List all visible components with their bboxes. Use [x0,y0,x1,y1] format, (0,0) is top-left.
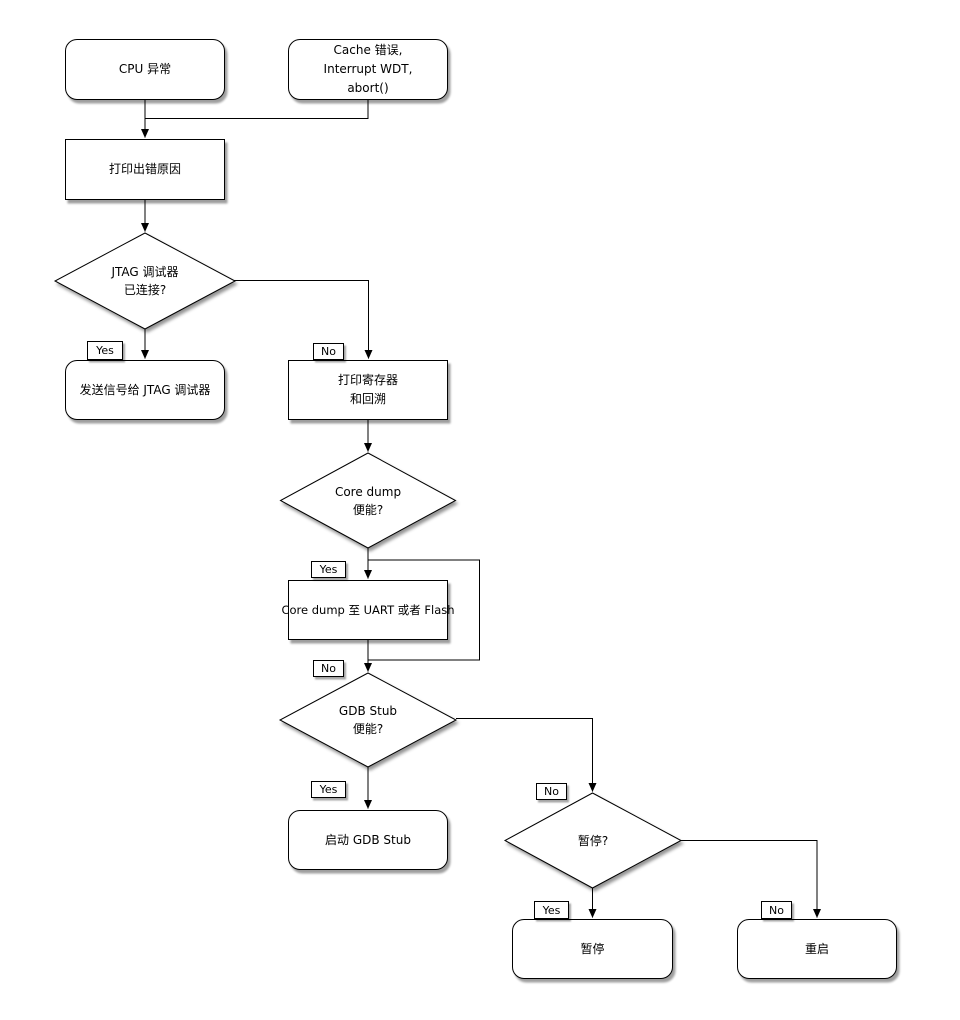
node-core-dump-uart-flash: Core dump 至 UART 或者 Flash [281,580,455,640]
node-print-registers-line2: 和回溯 [349,392,386,406]
decision-gdb-stub-enabled [278,672,458,768]
decision-halt [503,792,683,889]
edge-label-jtag-yes: Yes [87,341,123,360]
edge-gdb-no [456,718,597,792]
node-halt: 暂停 [512,919,673,979]
node-cache-error: Cache 错误, Interrupt WDT, abort() [288,39,448,100]
node-print-registers-backtrace: 打印寄存器 和回溯 [288,360,448,420]
edge-label-halt-yes: Yes [534,901,569,919]
node-start-gdb-stub-label: 启动 GDB Stub [325,832,411,847]
node-cpu-exception: CPU 异常 [65,39,225,100]
edge-cache-join [145,100,369,119]
node-halt-label: 暂停 [580,941,605,956]
edge-label-gdb-no: No [536,783,567,800]
node-core-dump-uart-flash-label: Core dump 至 UART 或者 Flash [281,602,455,617]
node-print-error-cause-label: 打印出错原因 [108,162,181,176]
edge-jtag-no [232,280,373,359]
decision-jtag-connected [53,232,237,330]
node-reboot-label: 重启 [804,941,829,956]
node-print-error-cause: 打印出错原因 [65,139,225,200]
node-cache-error-line3: abort() [347,81,389,95]
edge-label-coredump-yes: Yes [311,561,346,578]
decision-core-dump-enabled [279,452,457,549]
node-start-gdb-stub: 启动 GDB Stub [288,810,448,870]
edge-label-jtag-no: No [313,343,344,360]
edge-label-halt-no: No [761,901,792,919]
edge-coredump-no-bypass [368,559,480,661]
node-send-signal-jtag-label: 发送信号给 JTAG 调试器 [79,382,211,397]
edge-label-coredump-no: No [313,660,344,677]
node-cache-error-line2: Interrupt WDT, [323,62,413,76]
node-send-signal-jtag: 发送信号给 JTAG 调试器 [65,360,225,420]
edge-halt-no [681,840,821,918]
node-print-registers-line1: 打印寄存器 [337,373,398,387]
node-cpu-exception-label: CPU 异常 [118,62,172,76]
node-cache-error-line1: Cache 错误, [333,43,403,57]
edge-label-gdb-yes: Yes [311,781,346,798]
node-reboot: 重启 [737,919,897,979]
